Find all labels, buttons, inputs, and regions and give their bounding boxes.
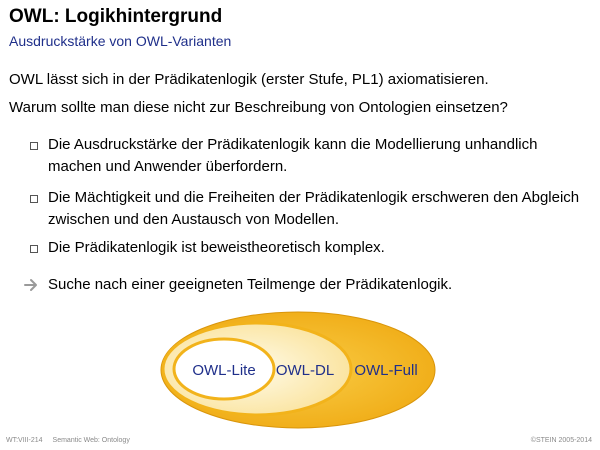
footer-copyright: ©STEIN 2005-2014 [530,437,592,444]
owl-lite-label: OWL-Lite [192,362,255,379]
bullet-text: Die Ausdruckstärke der Prädikatenlogik k… [48,136,538,175]
footer-left: WT:VIII-214 Semantic Web: Ontology [6,437,138,444]
footer-section: Semantic Web: Ontology [52,437,130,444]
intro-line-2: Warum sollte man diese nicht zur Beschre… [9,99,508,116]
slide-title: OWL: Logikhintergrund [9,6,223,27]
bullet-text: Die Mächtigkeit und die Freiheiten der P… [48,189,580,228]
square-bullet-icon [30,195,38,203]
owl-full-label: OWL-Full [354,362,417,379]
owl-dl-label: OWL-DL [276,362,334,379]
square-bullet-icon [30,142,38,150]
intro-line-1: OWL lässt sich in der Prädikatenlogik (e… [9,71,489,88]
bullet-text: Die Prädikatenlogik ist beweistheoretisc… [48,239,385,256]
footer-slide-id: WT:VIII-214 [6,437,43,444]
conclusion-text: Suche nach einer geeigneten Teilmenge de… [48,276,453,293]
arrow-right-icon [24,279,37,291]
owl-lite-set [172,337,276,401]
square-bullet-icon [30,245,38,253]
slide-subtitle: Ausdruckstärke von OWL-Varianten [9,33,232,49]
